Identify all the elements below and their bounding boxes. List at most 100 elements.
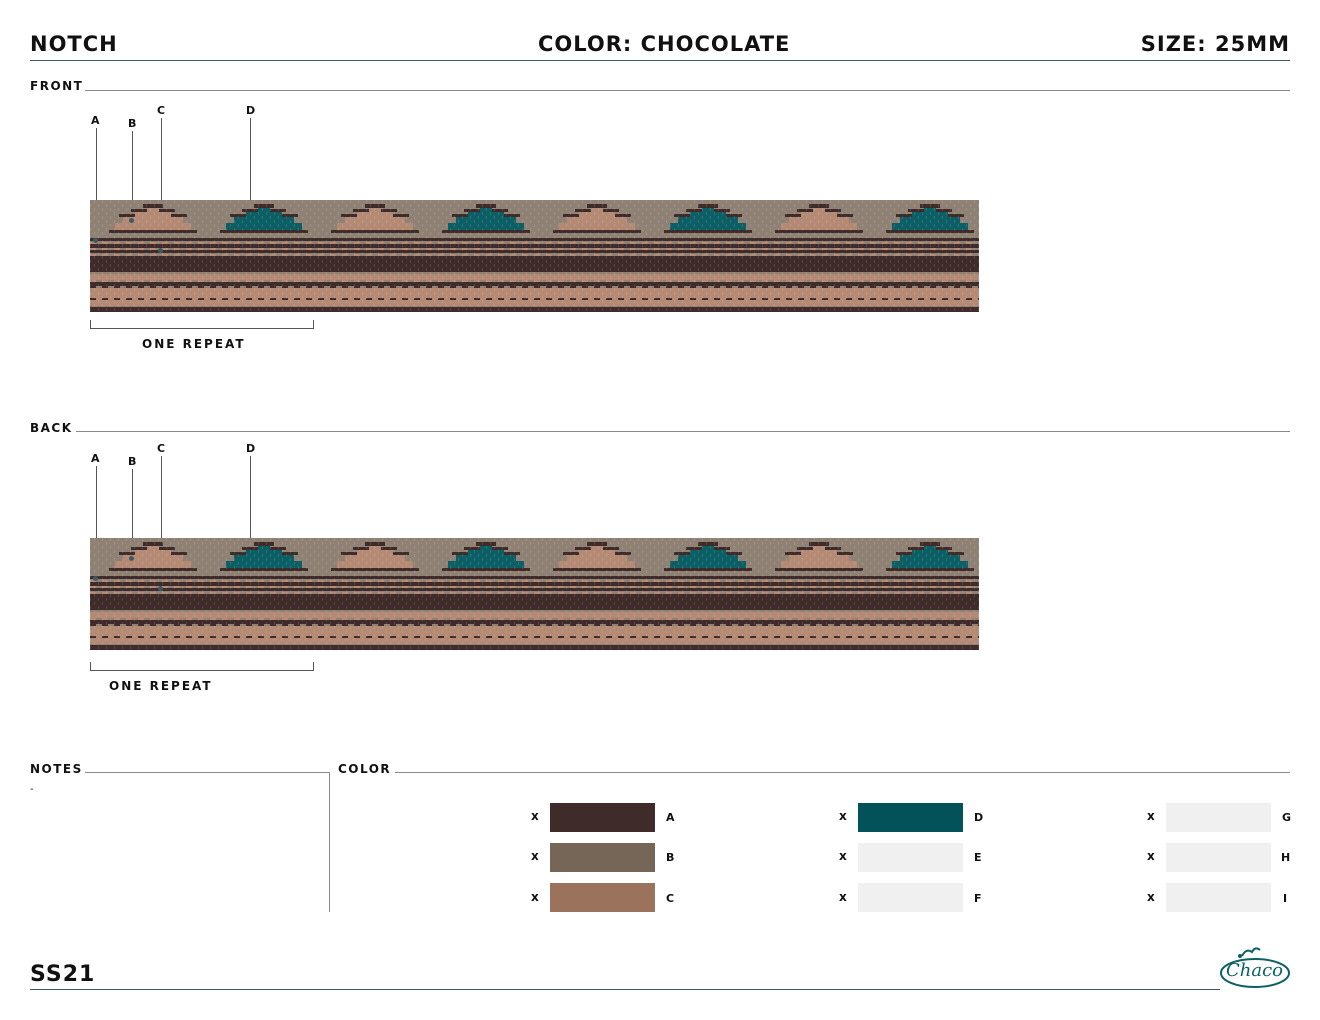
weave-dash: [390, 286, 396, 288]
weave-texture: [250, 260, 251, 263]
weave-texture: [182, 280, 183, 283]
weave-texture: [762, 236, 763, 239]
motif-fill: [480, 208, 492, 212]
weave-texture: [382, 216, 383, 219]
weave-texture: [382, 240, 383, 243]
weave-texture: [418, 268, 419, 271]
weave-texture: [838, 200, 839, 203]
weave-texture: [310, 272, 311, 275]
weave-texture: [698, 260, 699, 263]
weave-texture: [710, 232, 711, 235]
weave-dash: [762, 248, 768, 250]
weave-texture: [486, 554, 487, 557]
weave-texture: [350, 200, 351, 203]
weave-texture: [418, 542, 419, 545]
weave-texture: [762, 558, 763, 561]
weave-dash: [786, 280, 792, 282]
weave-texture: [794, 558, 795, 561]
weave-texture: [134, 546, 135, 549]
weave-texture: [646, 200, 647, 203]
weave-texture: [162, 220, 163, 223]
weave-texture: [166, 216, 167, 219]
weave-texture: [798, 280, 799, 283]
weave-dash: [90, 580, 96, 582]
weave-texture: [734, 216, 735, 219]
weave-texture: [874, 212, 875, 215]
weave-texture: [194, 566, 195, 569]
weave-texture: [646, 538, 647, 541]
weave-texture: [794, 228, 795, 231]
weave-texture: [722, 558, 723, 561]
weave-texture: [174, 304, 175, 307]
weave-texture: [94, 554, 95, 557]
weave-texture: [270, 248, 271, 251]
weave-texture: [502, 546, 503, 549]
weave-texture: [606, 288, 607, 291]
weave-texture: [706, 284, 707, 287]
motif-fill: [678, 217, 738, 223]
weave-dash: [186, 248, 192, 250]
weave-texture: [702, 256, 703, 259]
weave-texture: [410, 252, 411, 255]
weave-texture: [362, 260, 363, 263]
weave-texture: [762, 228, 763, 231]
weave-texture: [978, 276, 979, 279]
weave-texture: [786, 228, 787, 231]
weave-texture: [678, 304, 679, 307]
weave-texture: [326, 272, 327, 275]
weave-texture: [762, 550, 763, 553]
weave-texture: [266, 308, 267, 311]
weave-texture: [514, 236, 515, 239]
weave-dash: [726, 580, 732, 582]
weave-texture: [830, 240, 831, 243]
weave-texture: [318, 304, 319, 307]
weave-texture: [286, 232, 287, 235]
weave-texture: [654, 200, 655, 203]
weave-texture: [202, 292, 203, 295]
weave-texture: [894, 288, 895, 291]
weave-dash: [738, 624, 744, 626]
weave-texture: [326, 208, 327, 211]
weave-dash: [498, 298, 504, 300]
weave-texture: [402, 300, 403, 303]
weave-texture: [142, 200, 143, 203]
weave-texture: [210, 260, 211, 263]
weave-texture: [598, 208, 599, 211]
weave-texture: [694, 248, 695, 251]
weave-texture: [146, 220, 147, 223]
weave-dash: [294, 592, 300, 594]
weave-texture: [310, 200, 311, 203]
weave-texture: [274, 308, 275, 311]
motif-fill: [912, 212, 948, 217]
weave-texture: [410, 558, 411, 561]
weave-dash: [90, 242, 96, 244]
weave-texture: [142, 248, 143, 251]
weave-texture: [498, 204, 499, 207]
weave-texture: [282, 276, 283, 279]
weave-texture: [314, 308, 315, 311]
weave-texture: [162, 212, 163, 215]
weave-texture: [250, 212, 251, 215]
weave-texture: [470, 232, 471, 235]
weave-dash: [798, 242, 804, 244]
weave-texture: [502, 208, 503, 211]
weave-texture: [906, 260, 907, 263]
weave-dash: [114, 242, 120, 244]
weave-texture: [486, 272, 487, 275]
weave-texture: [866, 268, 867, 271]
weave-texture: [434, 542, 435, 545]
weave-dash: [846, 636, 852, 638]
weave-texture: [542, 240, 543, 243]
weave-texture: [290, 558, 291, 561]
weave-texture: [506, 300, 507, 303]
weave-texture: [906, 550, 907, 553]
weave-texture: [450, 260, 451, 263]
weave-texture: [274, 292, 275, 295]
weave-texture: [602, 204, 603, 207]
weave-texture: [942, 538, 943, 541]
weave-texture: [806, 272, 807, 275]
weave-texture: [542, 264, 543, 267]
weave-texture: [846, 272, 847, 275]
weave-dash: [870, 248, 876, 250]
weave-dash: [306, 592, 312, 594]
